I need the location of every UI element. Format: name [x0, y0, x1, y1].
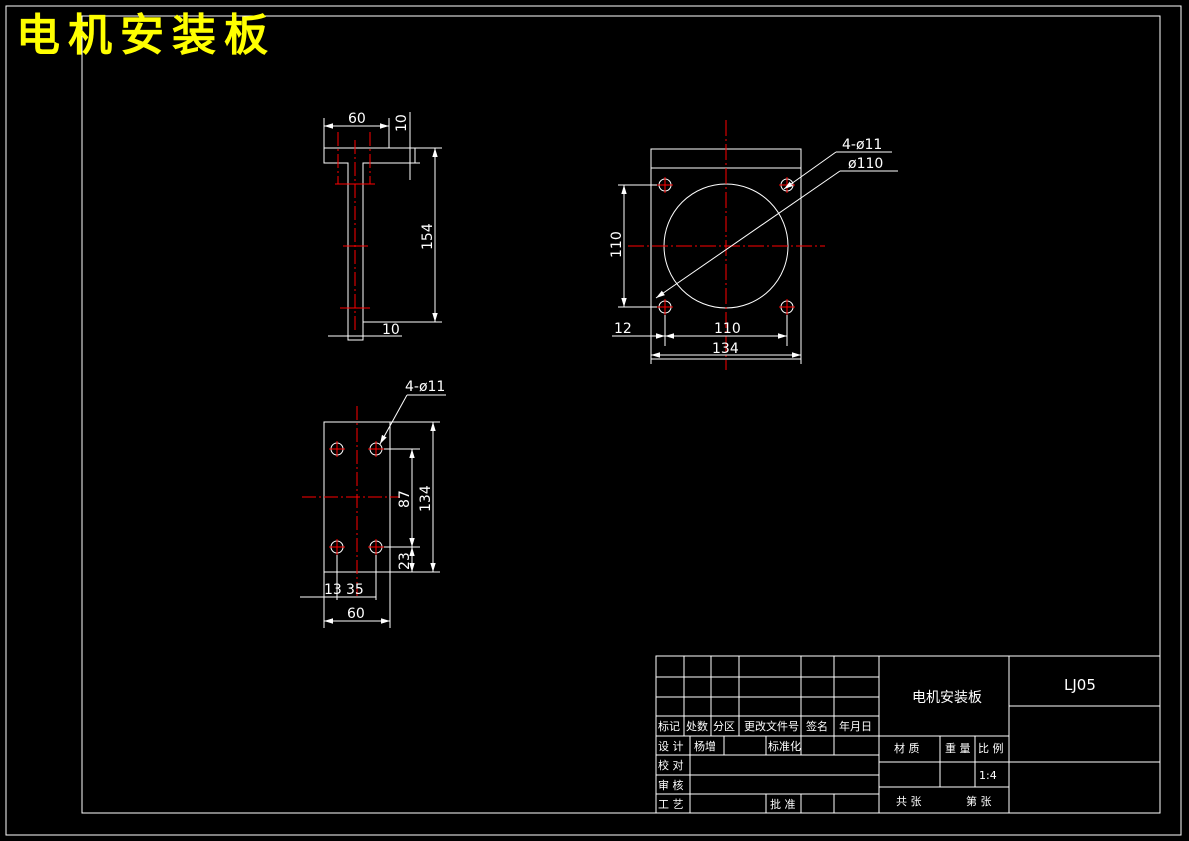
rev-header-zone: 分区: [713, 720, 735, 733]
base-hole-spacing-h: 35: [346, 582, 364, 598]
base-overall-width: 60: [347, 606, 365, 622]
rev-header-date: 年月日: [839, 719, 872, 733]
weight-label: 重 量: [945, 741, 971, 755]
title-block: 标记 处数 分区 更改文件号 签名 年月日 设 计 杨增 标准化 校 对 审 核…: [655, 655, 1161, 814]
standardization-label: 标准化: [768, 739, 801, 753]
total-sheets-label: 共 张: [896, 795, 922, 808]
process-label: 工 艺: [658, 798, 684, 811]
side-web-dim: 10: [382, 322, 400, 338]
front-overall-width: 134: [712, 341, 739, 357]
check-label: 校 对: [658, 758, 684, 772]
scale-value: 1:4: [979, 769, 997, 782]
base-hole-spacing-v: 87: [397, 490, 413, 508]
design-label: 设 计: [658, 740, 684, 753]
scale-label: 比 例: [978, 741, 1004, 755]
designer-name: 杨增: [694, 739, 716, 753]
leader-bore: [655, 170, 841, 299]
review-label: 审 核: [658, 778, 684, 792]
drawing-number: LJ05: [1064, 676, 1096, 694]
front-view: 4-ø11 ø110 110 12 110 134: [609, 120, 898, 370]
drawing-title: 电机安装板: [16, 10, 276, 61]
drawing-border: [5, 5, 1182, 836]
side-view: 60 10 154 10: [323, 111, 442, 341]
rev-header-count: 处数: [686, 720, 708, 733]
approval-label: 批 准: [770, 797, 796, 811]
leader-holes: [783, 151, 837, 190]
material-label: 材 质: [894, 741, 920, 755]
front-hole-spacing-h: 110: [714, 321, 741, 337]
side-height-dim: 154: [420, 223, 436, 250]
front-edge-offset: 12: [614, 321, 632, 337]
leader-base-holes: [379, 394, 408, 445]
base-view: 4-ø11 87 134 23 13 35 60: [300, 379, 446, 628]
side-thickness-dim: 10: [394, 114, 410, 132]
base-bottom-offset: 23: [397, 552, 413, 570]
rev-header-sign: 签名: [806, 719, 828, 733]
holes-callout: 4-ø11: [842, 137, 882, 153]
bore-callout: ø110: [848, 156, 883, 172]
base-overall-height: 134: [418, 485, 434, 512]
sheet-label: 第 张: [966, 794, 992, 808]
base-left-offset: 13: [324, 582, 342, 598]
front-hole-spacing-v: 110: [609, 231, 625, 258]
rev-header-mark: 标记: [658, 719, 680, 733]
base-holes-callout: 4-ø11: [405, 379, 445, 395]
side-width-dim: 60: [348, 111, 366, 127]
rev-header-doc: 更改文件号: [744, 719, 799, 733]
part-name: 电机安装板: [912, 690, 982, 706]
